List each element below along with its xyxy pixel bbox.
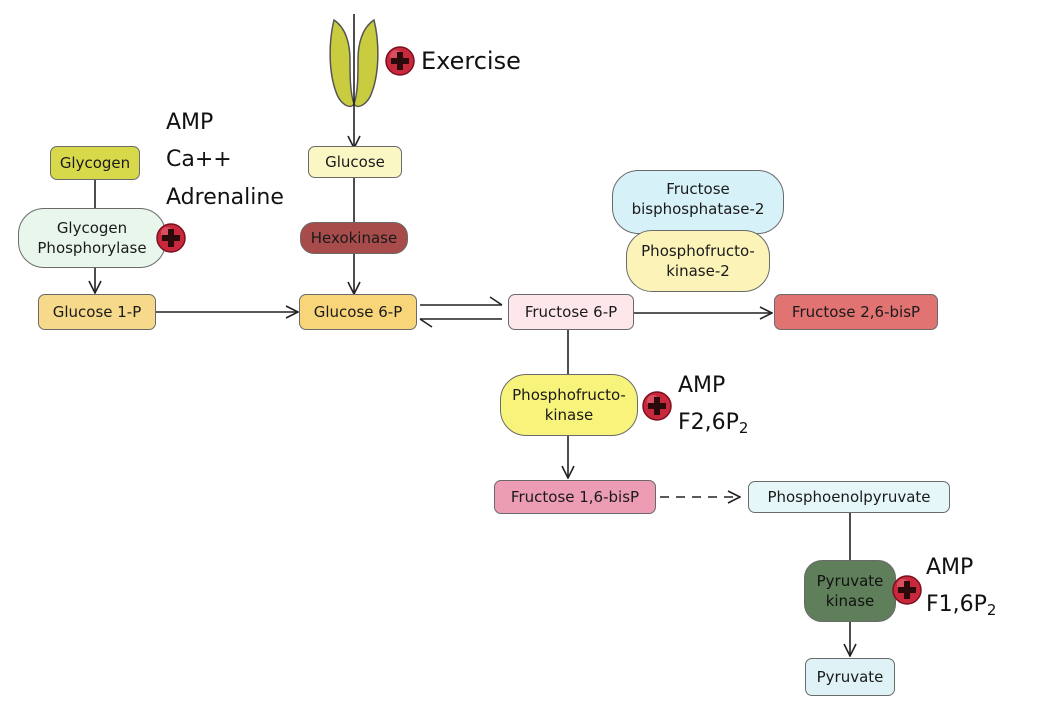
exercise-label: Exercise — [421, 47, 521, 75]
fructose-16-bisp-box: Fructose 1,6-bisP — [494, 480, 656, 514]
fructose-26-bisp-box: Fructose 2,6-bisP — [774, 294, 938, 330]
glycogen-phosphorylase-line1: Glycogen — [56, 218, 128, 237]
pyruvate-kinase-enzyme: Pyruvate kinase — [804, 560, 896, 622]
phosphoenolpyruvate-box: Phosphoenolpyruvate — [748, 481, 950, 513]
plus-circle-icon — [642, 391, 672, 421]
phosphofructokinase-enzyme: Phosphofructo- kinase — [500, 374, 638, 436]
regulator-f16p2-pyruvate-kinase: F1,6P2 — [926, 592, 996, 619]
pfk-line1: Phosphofructo- — [512, 385, 626, 404]
pyruvate-box: Pyruvate — [805, 658, 895, 696]
glucose-box: Glucose — [308, 146, 402, 178]
regulator-f16p2-subscript: 2 — [986, 601, 997, 619]
regulator-f26p2-pfk: F2,6P2 — [678, 410, 748, 437]
phosphofructokinase-2-enzyme: Phosphofructo- kinase-2 — [626, 230, 770, 292]
regulator-calcium: Ca++ — [166, 147, 232, 172]
equilibrium-arrows — [419, 296, 503, 328]
glycogen-box: Glycogen — [50, 146, 140, 180]
pyruvate-kinase-line2: kinase — [825, 592, 875, 610]
hexokinase-enzyme: Hexokinase — [300, 222, 408, 254]
fructose-6p-box: Fructose 6-P — [508, 294, 634, 330]
glucose-6p-box: Glucose 6-P — [299, 294, 417, 330]
pyruvate-kinase-line1: Pyruvate — [816, 571, 884, 590]
regulator-adrenaline: Adrenaline — [166, 185, 284, 210]
regulator-amp-glycogen: AMP — [166, 110, 214, 135]
glycogen-phosphorylase-line2: Phosphorylase — [37, 239, 147, 257]
regulator-f16p2-main: F1,6P — [926, 592, 987, 617]
fbpase2-line1: Fructose — [666, 180, 730, 198]
regulator-f26p2-main: F2,6P — [678, 410, 739, 435]
regulator-amp-pyruvate-kinase: AMP — [926, 555, 974, 580]
fbpase2-line2: bisphosphatase-2 — [631, 200, 765, 219]
plus-circle-icon — [385, 46, 415, 76]
regulator-amp-pfk: AMP — [678, 373, 726, 398]
regulator-f26p2-subscript: 2 — [738, 419, 749, 437]
glucose-1p-box: Glucose 1-P — [38, 294, 156, 330]
plus-circle-icon — [892, 575, 922, 605]
glycogen-phosphorylase-enzyme: Glycogen Phosphorylase — [18, 208, 166, 268]
plus-circle-icon — [156, 223, 186, 253]
pfk2-line2: kinase-2 — [666, 262, 730, 280]
glucose-transporter-icon — [329, 18, 379, 108]
fructose-bisphosphatase-2-enzyme: Fructose bisphosphatase-2 — [612, 170, 784, 234]
pfk2-line1: Phosphofructo- — [641, 241, 755, 260]
pfk-line2: kinase — [544, 406, 594, 424]
